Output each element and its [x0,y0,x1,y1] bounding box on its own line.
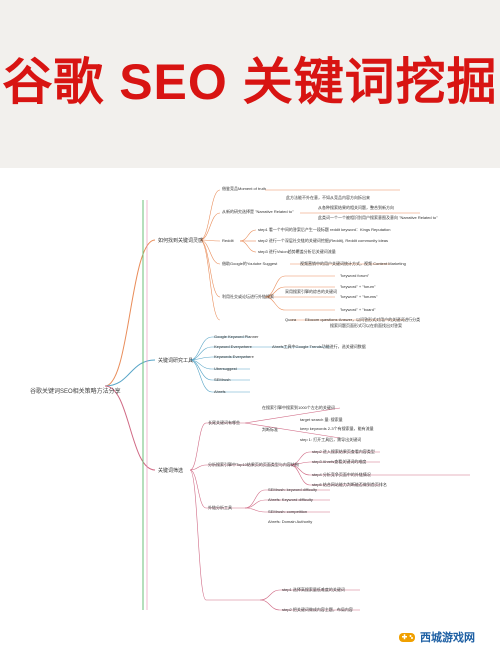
node: Ahrefs: Domain Authority [268,519,313,524]
page-title: 谷歌 SEO 关键词挖掘 [2,54,498,110]
node: 采用搜索引擎的综合的关键词 [285,289,337,294]
node: Google Keyword Planner [214,334,259,339]
node: step5 结合网站能力判断能否做到首页排名 [312,482,387,487]
node: Ahrefs [214,389,226,394]
node: 借助Google的Youtube Suggest [222,261,278,266]
node: 分析搜索引擎中Top10结果页的页面类型与内容结构 [208,462,299,467]
node: "keyword" + "board" [340,307,376,312]
node: 在搜索引擎中搜索到1000个左右的关键词 [262,405,335,410]
connector-root-branch3 [104,385,156,471]
watermark: 西城游戏网 [398,626,482,648]
node: keep keywords 2-3个有搜索量，能有流量 [300,426,374,431]
node: step2 进行一个深层社交链的关键词挖掘(Reddit), Reddit co… [258,238,389,243]
branch3-connectors [189,407,470,611]
mindmap-root: 谷歌关键词SEO相关策略方法分享 [30,389,121,395]
node: 从各种搜索结果的相关问题，整合到新方向 [318,205,394,210]
node: 此类词一个一个被相识别用户搜索意图及意向 "Narrative Related … [318,215,438,220]
node: Keywords Everywhere [214,354,254,359]
connector-root-branch1 [104,239,156,387]
connector-root-branch2 [104,359,156,387]
node: "keyword" + "forums" [340,294,378,299]
node: Reddit [222,238,234,243]
branch-3-label: 关键词筛选 [158,468,184,474]
branch-2-label: 关键词研究工具 [158,358,194,364]
node: step3 Ahrefs查看关键词的难度 [312,459,367,464]
node: step 1: 打开工具后，需导出关键词 [300,437,362,442]
node: 判断标准 [262,427,278,432]
node: 外链分析工具 [208,505,232,510]
watermark-text: 西城游戏网 [420,632,475,644]
branch-1-label: 如何找到关键词灵感 [158,238,204,244]
node: step1 选择高搜索量低难度的关键词 [282,587,345,592]
branch1-connectors [199,189,420,321]
node: 长尾关键词有哪些 [208,420,240,425]
node: 搜索问题页面形式可以在前面找出对答案 [330,323,402,328]
node: 视频营销中的用户关键词统计方式，视频 Content Marketing [300,261,406,266]
node: target search 量: 搜索量 [300,417,343,422]
node: 此方法能不外在意，不如从竞品内容方向拆出来 [286,195,370,200]
node: step2 把关键词做成内容主题，布局内容 [282,607,353,612]
game-controller-icon [399,633,415,642]
node: 借鉴竞品Moment of truth [222,186,267,191]
node: step1 看一个中间的答案后产生一段标题 reddit keyword：Kin… [258,227,391,232]
node: step3 进行Vision趋势覆盖分析后关键词流量 [258,249,336,254]
node: "keyword forum" [340,273,370,278]
node: step4 分析竞争页面中的外链情况 [312,472,371,477]
node: 利用社交或论坛进行外链搜索 [222,294,274,299]
node: Ubersuggest [214,366,237,371]
node: step2 进入搜索结果页查看内容类型 [312,449,375,454]
node: SEMrush: competition [268,509,308,514]
node: Quora [285,317,297,322]
node: Ahrefs: Keyword difficulty [268,497,313,502]
node: "keyword" + "forum" [340,284,376,289]
node: SEMrush [214,377,231,382]
node: Ellocom questions·Answer，以问答形式对用户的关键词进行分… [305,317,421,322]
node: SEMrush: keyword difficulty [268,487,318,492]
node: Ahrefs工具中Google Trends功能进行，选关键词数据 [272,344,366,349]
node: 从新的研究选择是 "Narrative Related to" [222,209,294,214]
branch2-connectors [189,336,330,393]
node: Keyword Everywhere [214,344,252,349]
